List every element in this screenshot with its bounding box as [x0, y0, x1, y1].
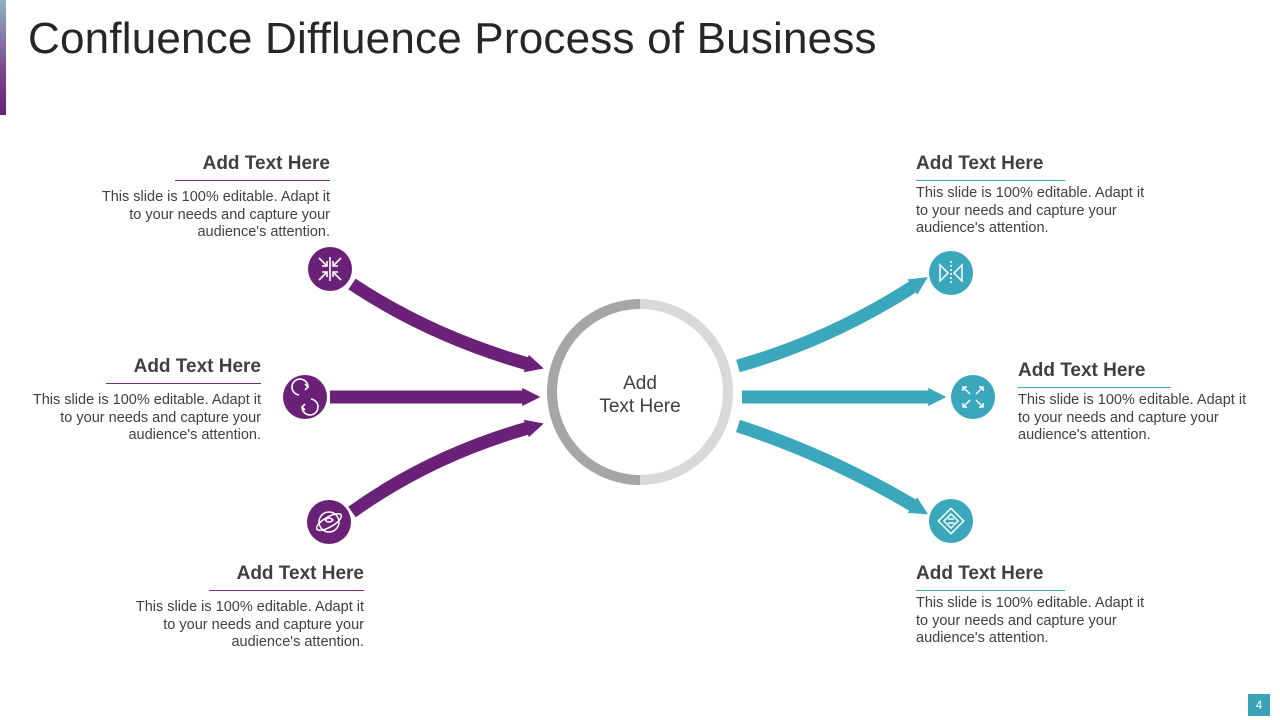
compress-arrows-icon — [308, 247, 352, 291]
converge-arrow-top — [348, 278, 544, 373]
right-item-3-text-line: This slide is 100% editable. Adapt it — [916, 595, 1145, 611]
center-label-line1: Add — [623, 373, 657, 394]
scatter-arrows-icon — [951, 375, 995, 419]
converge-arrow-bottom — [348, 419, 544, 518]
left-item-3-text-line: audience's attention. — [231, 634, 364, 650]
right-item-3-text-line: to your needs and capture your — [916, 612, 1117, 629]
right-item-3-text-line: audience's attention. — [916, 630, 1049, 646]
left-item-2-text-line: to your needs and capture your — [60, 409, 261, 426]
right-item-3-heading: Add Text Here — [916, 563, 1066, 591]
slide-title: Confluence Diffluence Process of Busines… — [28, 14, 877, 63]
mirror-triangles-icon — [929, 251, 973, 295]
left-item-2-heading: Add Text Here — [105, 356, 261, 384]
right-item-2-text-line: audience's attention. — [1018, 427, 1151, 443]
circular-arrows-icon — [283, 375, 327, 419]
diverge-arrow-top — [736, 277, 928, 373]
right-item-3-text: This slide is 100% editable. Adapt it to… — [916, 595, 1176, 648]
right-item-2-heading: Add Text Here — [1018, 360, 1172, 388]
left-item-1-heading: Add Text Here — [174, 153, 330, 181]
left-item-1-text-line: audience's attention. — [197, 224, 330, 240]
right-item-1: Add Text Here This slide is 100% editabl… — [916, 153, 1176, 238]
left-item-3-text: This slide is 100% editable. Adapt it to… — [94, 599, 364, 652]
left-item-1-text: This slide is 100% editable. Adapt it to… — [60, 189, 330, 242]
center-label-line2: Text Here — [599, 396, 681, 417]
left-item-2-text-line: audience's attention. — [128, 427, 261, 443]
document-stack-icon — [929, 499, 973, 543]
center-label: Add Text Here — [560, 372, 720, 418]
right-item-3: Add Text Here This slide is 100% editabl… — [916, 563, 1176, 648]
right-item-2-text-line: This slide is 100% editable. Adapt it — [1018, 392, 1247, 408]
diverge-arrow-bottom — [735, 419, 929, 515]
globe-icon — [307, 500, 351, 544]
title-accent-bar — [0, 0, 6, 115]
left-item-2-text-line: This slide is 100% editable. Adapt it — [32, 392, 261, 408]
right-item-1-text-line: This slide is 100% editable. Adapt it — [916, 185, 1145, 201]
right-item-1-heading: Add Text Here — [916, 153, 1066, 181]
right-item-2-text: This slide is 100% editable. Adapt it to… — [1018, 392, 1273, 445]
page-number: 4 — [1248, 694, 1270, 716]
left-item-2-text: This slide is 100% editable. Adapt it to… — [0, 392, 261, 445]
right-item-1-text-line: audience's attention. — [916, 220, 1049, 236]
left-item-3-heading: Add Text Here — [208, 563, 364, 591]
left-item-1-text-line: This slide is 100% editable. Adapt it — [101, 189, 330, 205]
left-item-3: Add Text Here This slide is 100% editabl… — [94, 563, 364, 652]
right-item-1-text: This slide is 100% editable. Adapt it to… — [916, 185, 1176, 238]
right-item-1-text-line: to your needs and capture your — [916, 202, 1117, 219]
left-item-3-text-line: This slide is 100% editable. Adapt it — [135, 599, 364, 615]
left-item-1: Add Text Here This slide is 100% editabl… — [60, 153, 330, 242]
left-item-2: Add Text Here This slide is 100% editabl… — [0, 356, 261, 445]
right-item-2-text-line: to your needs and capture your — [1018, 409, 1219, 426]
left-item-3-text-line: to your needs and capture your — [163, 616, 364, 633]
center-ring — [547, 299, 733, 485]
left-item-1-text-line: to your needs and capture your — [129, 206, 330, 223]
right-item-2: Add Text Here This slide is 100% editabl… — [1018, 360, 1273, 445]
